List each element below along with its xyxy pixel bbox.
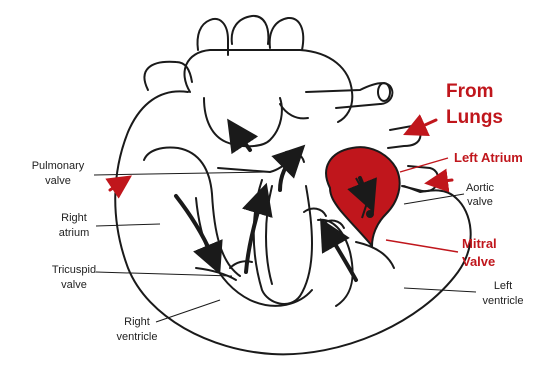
pointer-tricuspid-valve [96, 272, 232, 276]
right-ventricle-label-line1: Right [104, 316, 170, 329]
right-ventricle-label-line2: ventricle [104, 331, 170, 344]
aortic-valve-label-line1: Aortic [450, 182, 510, 195]
septum-inner [266, 186, 272, 284]
pointer-mitral-valve [386, 240, 458, 252]
flow-arrow-aorta [236, 132, 250, 150]
pointer-pulmonary-valve [94, 172, 268, 175]
pulmonary-valve-label-line1: Pulmonary [10, 160, 106, 173]
mitral-valve-label-line1: Mitral [462, 236, 497, 252]
pulmonary-artery-opening [378, 83, 390, 101]
aortic-arch [184, 50, 352, 122]
flow-arrow-pulmonary [280, 156, 294, 190]
pointer-right-atrium [96, 224, 160, 226]
left-atrium-highlight [326, 147, 400, 246]
right-atrium-label-line1: Right [44, 212, 104, 225]
left-atrium-label: Left Atrium [454, 150, 523, 166]
tricuspid-valve-label-line2: valve [36, 279, 112, 292]
red-arrow-from-lungs-upper [414, 120, 436, 130]
left-ventricle-label-line2: ventricle [468, 295, 538, 308]
pulmonary-valve-label-line2: valve [10, 175, 106, 188]
aorta-branch-mid [232, 16, 269, 44]
left-ventricle-label-line1: Left [468, 280, 538, 293]
aortic-valve-leaflet [304, 209, 326, 216]
flow-arrow-right-ventricle-up [246, 198, 262, 272]
left-ventricle-wall [356, 242, 394, 268]
aorta-branch-right [270, 18, 304, 50]
flow-arrow-right-atrium [176, 196, 214, 260]
from-lungs-label-line2: Lungs [446, 106, 503, 130]
aortic-valve-label-line2: valve [450, 196, 510, 209]
from-lungs-label-line1: From [446, 80, 494, 104]
mitral-valve-label-line2: Valve [462, 254, 495, 270]
right-atrium-wall [144, 148, 240, 277]
tricuspid-valve-leaflet [196, 268, 236, 280]
tricuspid-valve-label-line1: Tricuspid [36, 264, 112, 277]
pulmonary-valve-leaflet [218, 158, 292, 172]
heart-outline [115, 91, 470, 354]
right-atrium-label-line2: atrium [44, 227, 104, 240]
pointer-left-atrium [400, 158, 448, 172]
